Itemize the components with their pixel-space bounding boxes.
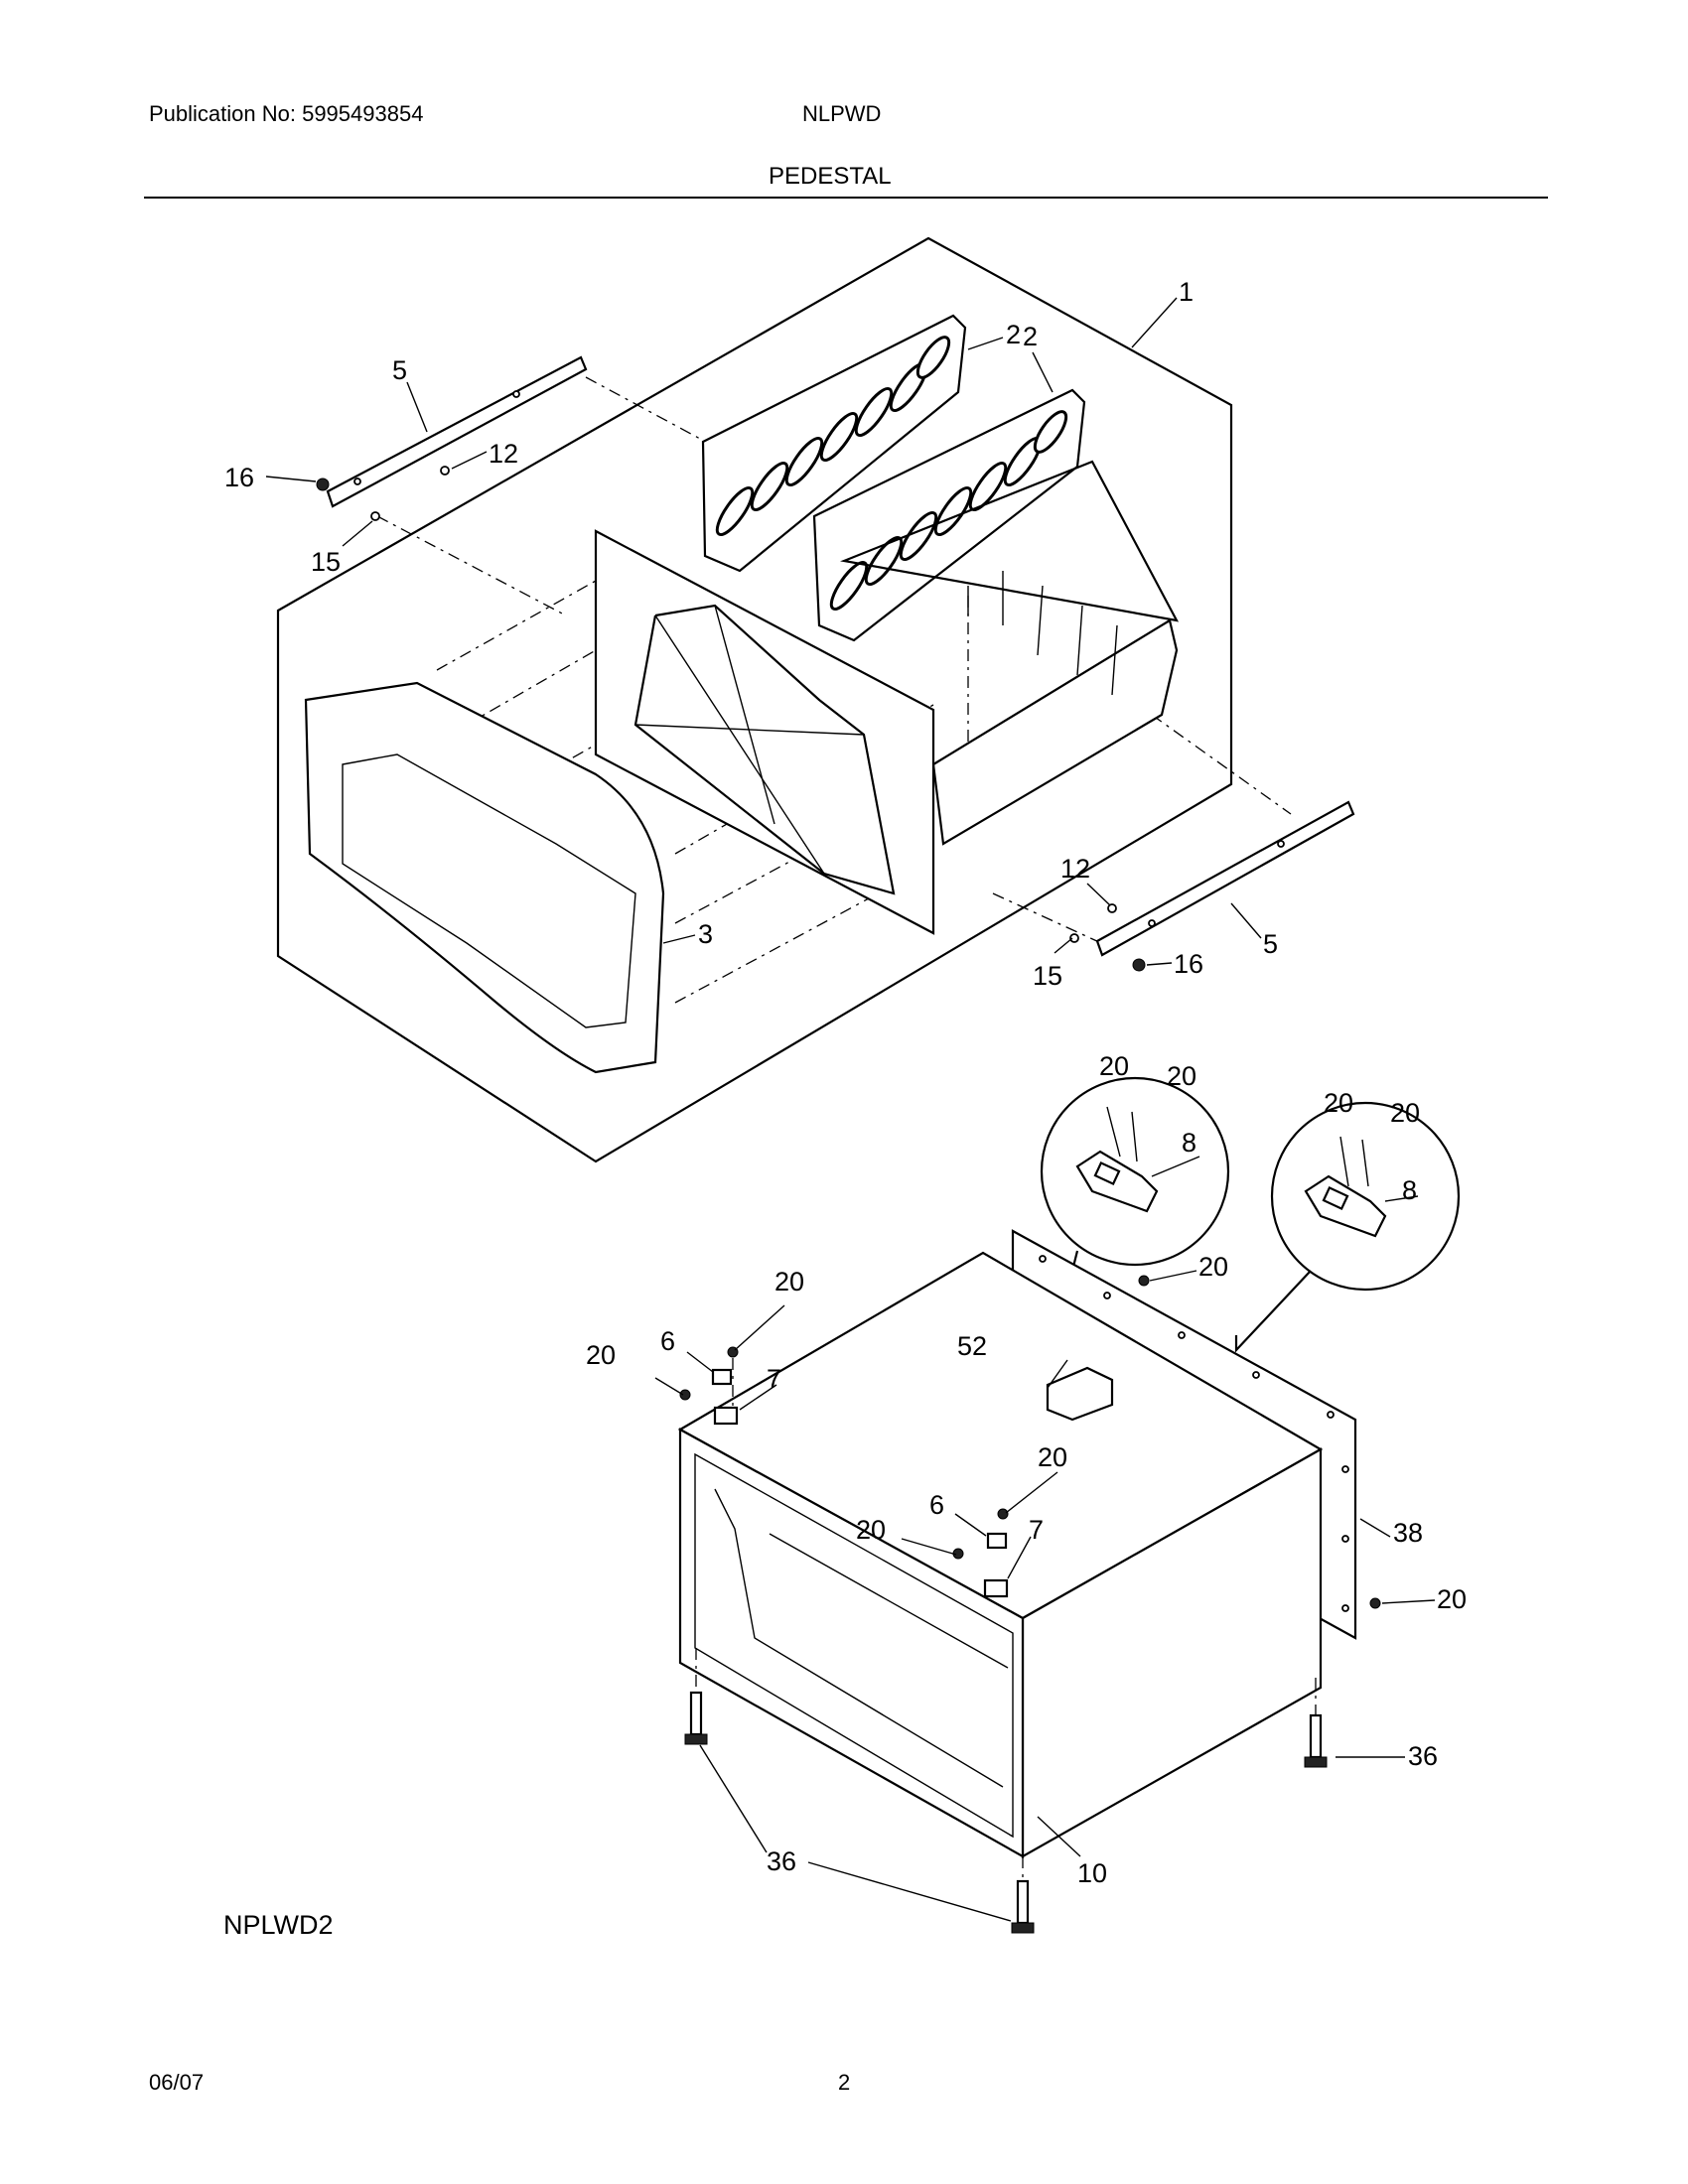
callout-labels: 1 2 2 5 12 16 15 3 12 15 16 5 20 20 8 20…: [224, 277, 1467, 1888]
callout-15-left: 15: [311, 547, 341, 577]
callout-38: 38: [1393, 1518, 1423, 1548]
callout-20-hinge-right-b: 20: [1390, 1098, 1420, 1128]
publication-number: Publication No: 5995493854: [149, 101, 424, 126]
leader-lines: [265, 297, 1436, 1922]
screw-15-right: [1069, 933, 1079, 943]
callout-2-front: 2: [1023, 322, 1038, 351]
drawer-front-panel: [304, 681, 665, 1074]
screw-15-left: [370, 511, 380, 521]
callout-20-center-a: 20: [1038, 1442, 1067, 1472]
drawer-assembly-outline: [276, 236, 1233, 1163]
callout-36-right: 36: [1408, 1741, 1438, 1771]
callout-8-left: 8: [1182, 1128, 1196, 1158]
drawer-bin: [840, 460, 1180, 846]
diagram-code: NPLWD2: [223, 1910, 334, 1940]
crisper-divider-back: [701, 314, 967, 573]
leveling-leg-back-right: [1304, 1713, 1328, 1768]
drawer-frame-panel: [594, 529, 935, 935]
screw-16-right: [1132, 958, 1146, 972]
leveling-leg-front-left: [684, 1691, 708, 1745]
callout-20-back-panel: 20: [1198, 1252, 1228, 1282]
hinge-plate-left: [711, 1368, 739, 1426]
callout-20-side: 20: [1437, 1584, 1467, 1614]
callout-6-left: 6: [660, 1326, 675, 1356]
callout-20-top-left-a: 20: [774, 1267, 804, 1297]
callout-5-right: 5: [1263, 929, 1278, 959]
drawer-rail-right: [1095, 800, 1355, 957]
crisper-divider-front: [812, 388, 1086, 642]
callout-52: 52: [957, 1331, 987, 1361]
hinge-plate-center: [983, 1532, 1009, 1598]
screw-12-right: [1107, 903, 1117, 913]
callout-12-left: 12: [489, 439, 518, 469]
hinge-detail-circle-right: [1234, 1101, 1461, 1353]
callout-20-hinge-right-a: 20: [1324, 1088, 1353, 1118]
projection-lines-lower: [695, 1358, 1317, 1881]
footer-page-number: 2: [838, 2070, 851, 2095]
leveling-leg-front-right: [1011, 1879, 1035, 1934]
callout-10: 10: [1077, 1858, 1107, 1888]
callout-2-back: 2: [1006, 320, 1021, 349]
callout-6-center: 6: [929, 1490, 944, 1520]
control-block: [1046, 1366, 1114, 1422]
callout-20-hinge-left-a: 20: [1099, 1051, 1129, 1081]
callout-20-center-b: 20: [856, 1515, 886, 1545]
header-divider: [144, 197, 1548, 199]
callout-5-left: 5: [392, 355, 407, 385]
callout-8-right: 8: [1402, 1175, 1417, 1205]
pedestal-cabinet: [677, 1251, 1324, 1858]
callout-36-front: 36: [767, 1846, 796, 1876]
callout-20-top-left-b: 20: [586, 1340, 616, 1370]
callout-16-left: 16: [224, 463, 254, 492]
callout-7-center: 7: [1029, 1515, 1044, 1545]
section-title: PEDESTAL: [769, 163, 892, 190]
callout-12-right: 12: [1060, 854, 1090, 884]
screw-16-left: [316, 478, 330, 491]
screws-20: [679, 1275, 1381, 1609]
callout-15-right: 15: [1033, 961, 1062, 991]
callout-1: 1: [1179, 277, 1194, 307]
drawer-rail-left: [326, 355, 588, 508]
screw-12-left: [440, 466, 450, 476]
callout-7-left: 7: [767, 1364, 781, 1394]
callout-20-hinge-left-b: 20: [1167, 1061, 1196, 1091]
model-number: NLPWD: [802, 101, 882, 126]
callout-3: 3: [698, 919, 713, 949]
footer-date: 06/07: [149, 2070, 205, 2095]
callout-16-right: 16: [1174, 949, 1203, 979]
